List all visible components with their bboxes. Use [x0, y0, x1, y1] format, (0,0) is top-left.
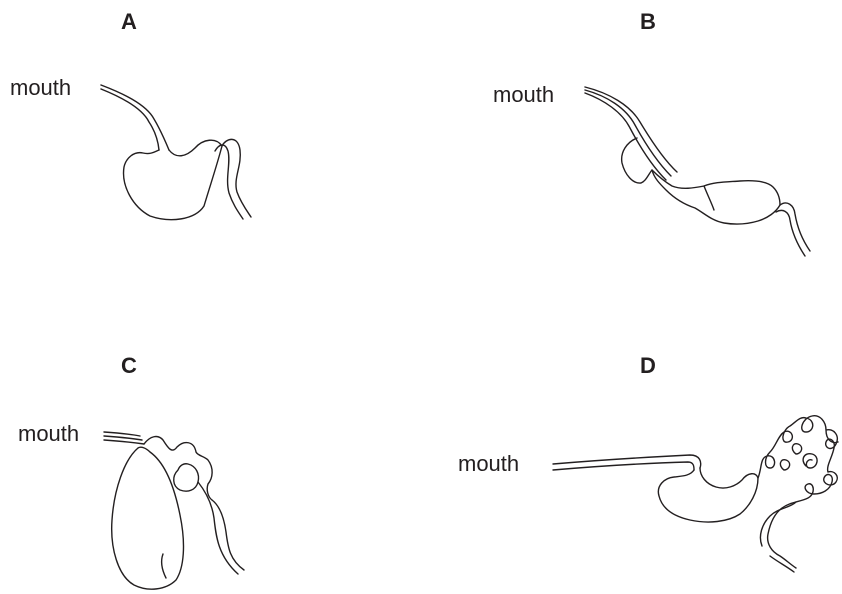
diagram-c-chambers	[174, 464, 199, 491]
diagram-b-stomach	[652, 170, 780, 224]
diagram-c-oesophagus	[104, 432, 144, 444]
diagram-d-stomach	[658, 468, 758, 522]
diagram-a-stomach	[124, 140, 222, 219]
diagram-c-large-sac	[112, 447, 184, 589]
diagram-b	[585, 87, 810, 256]
diagram-c-fold	[162, 554, 166, 578]
diagram-b-stomach-fold	[704, 186, 714, 210]
diagram-d-intestine-coils	[758, 416, 838, 568]
diagram-d	[553, 416, 838, 572]
diagram-b-oesophagus	[585, 87, 677, 180]
diagram-c	[104, 432, 244, 589]
diagram-d-oesophagus	[553, 455, 701, 470]
diagram-a	[101, 85, 251, 220]
diagram-c-intestine	[198, 482, 244, 574]
diagram-a-oesophagus	[101, 85, 169, 150]
diagram-d-intestine-inner	[760, 444, 817, 572]
diagram-b-intestine	[776, 203, 810, 256]
